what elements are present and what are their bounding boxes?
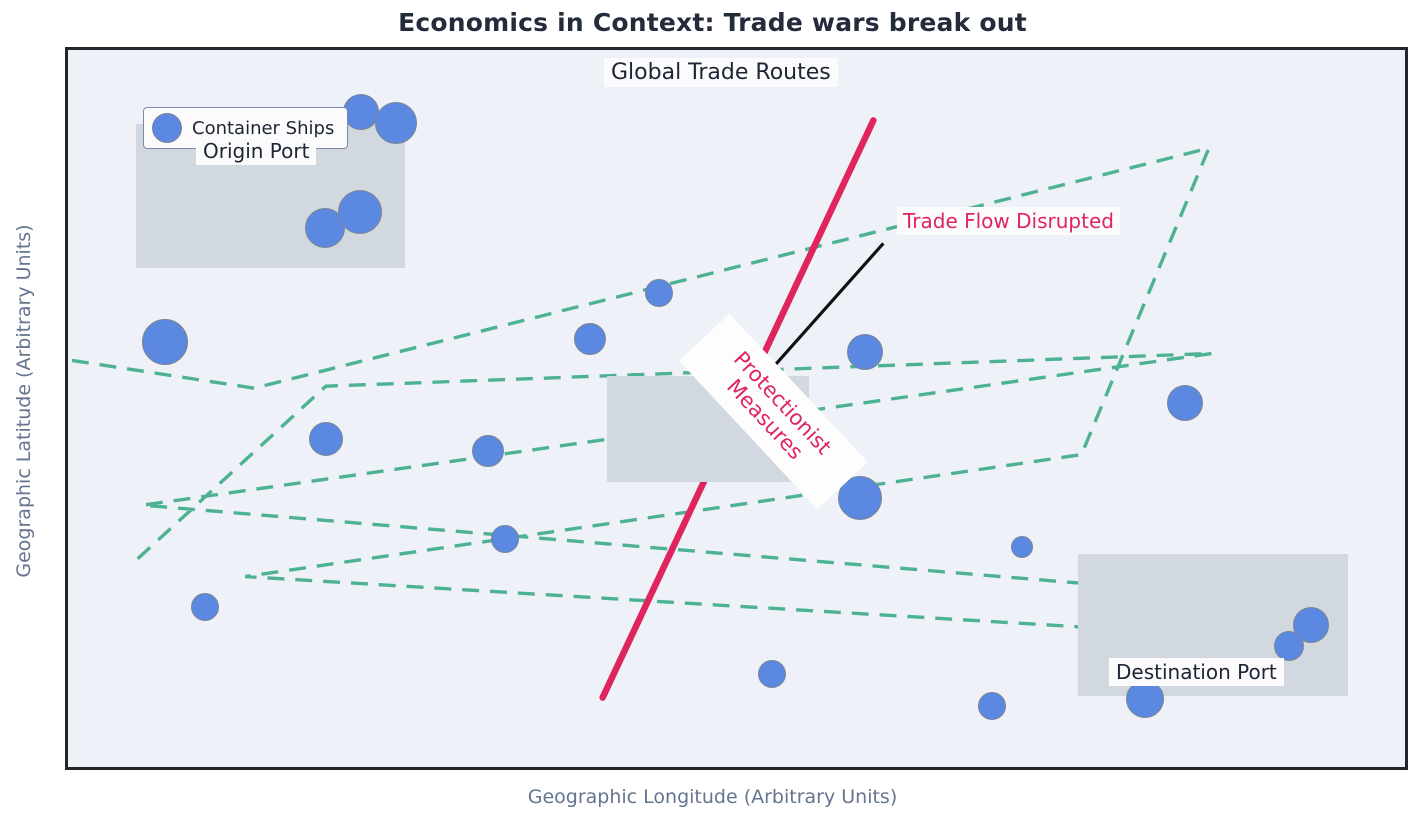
scatter-point: [309, 422, 343, 456]
scatter-point: [191, 593, 219, 621]
scatter-layer: [68, 50, 1405, 767]
scatter-point: [645, 279, 673, 307]
trade-route-path-1: [71, 145, 1283, 641]
scatter-point: [338, 190, 382, 234]
chart-title: Economics in Context: Trade wars break o…: [398, 8, 1027, 37]
scatter-point: [375, 102, 417, 144]
scatter-point: [1011, 536, 1033, 558]
label-global-trade-routes: Global Trade Routes: [604, 58, 838, 87]
x-axis-label: Geographic Longitude (Arbitrary Units): [527, 786, 898, 808]
trade-route-path-2: [136, 351, 1276, 602]
label-origin-port: Origin Port: [196, 137, 317, 165]
scatter-point: [142, 319, 188, 365]
label-destination-port: Destination Port: [1109, 658, 1284, 686]
scatter-point: [491, 525, 519, 553]
scatter-point: [978, 692, 1006, 720]
scatter-point: [574, 323, 606, 355]
plot-area: Container Ships Global Trade Routes Orig…: [65, 47, 1408, 770]
container-ship-marker-icon: [152, 113, 182, 143]
scatter-point: [847, 334, 883, 370]
legend-label-container-ships: Container Ships: [192, 117, 335, 139]
scatter-point: [758, 660, 786, 688]
y-axis-label: Geographic Latitude (Arbitrary Units): [13, 224, 35, 578]
scatter-point: [1167, 385, 1203, 421]
scatter-point: [1274, 631, 1304, 661]
label-trade-flow-disrupted: Trade Flow Disrupted: [897, 207, 1120, 235]
scatter-point: [343, 94, 379, 130]
scatter-point: [838, 476, 882, 520]
scatter-point: [472, 435, 504, 467]
